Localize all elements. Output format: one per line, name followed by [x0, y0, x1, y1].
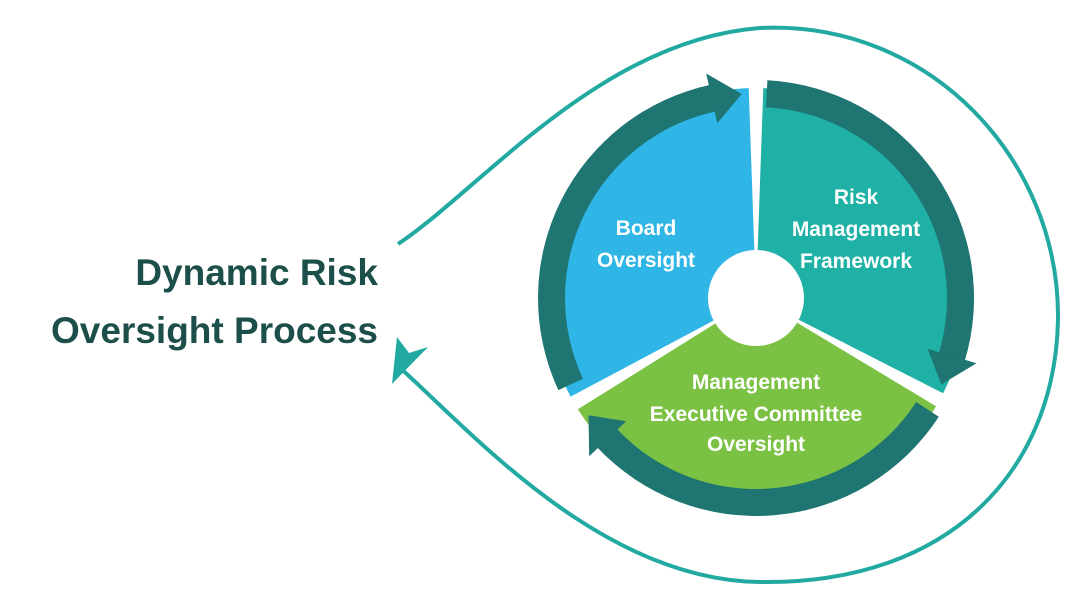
framework-label-line-2: Management [792, 218, 920, 241]
segment-label-executive: Management Executive Committee Oversight [650, 371, 862, 456]
framework-label-line-3: Framework [800, 250, 912, 273]
ring-arrowhead-executive [588, 415, 627, 457]
executive-label-line-1: Management [692, 371, 820, 394]
segment-label-board: Board Oversight [597, 217, 695, 272]
ring-arc-framework [766, 80, 975, 362]
center-hole [708, 250, 804, 346]
diagram-title: Dynamic Risk Oversight Process [18, 244, 378, 360]
outer-loop-arrowhead [392, 337, 428, 384]
board-label-line-1: Board [616, 217, 677, 240]
cycle-ring [538, 73, 977, 516]
ring-arrowhead-framework [927, 348, 977, 385]
executive-label-line-2: Executive Committee [650, 403, 862, 426]
ring-arrowhead-board [706, 73, 742, 124]
ring-arc-executive [596, 402, 939, 516]
ring-arc-board [538, 84, 717, 391]
executive-label-line-3: Oversight [707, 433, 805, 456]
segment-label-framework: Risk Management Framework [792, 186, 920, 273]
framework-label-line-1: Risk [834, 186, 879, 209]
title-line-2: Oversight Process [51, 310, 378, 351]
outer-loop-path [396, 25, 1061, 585]
title-line-1: Dynamic Risk [135, 252, 378, 293]
board-label-line-2: Oversight [597, 249, 695, 272]
segment-executive [577, 298, 936, 509]
